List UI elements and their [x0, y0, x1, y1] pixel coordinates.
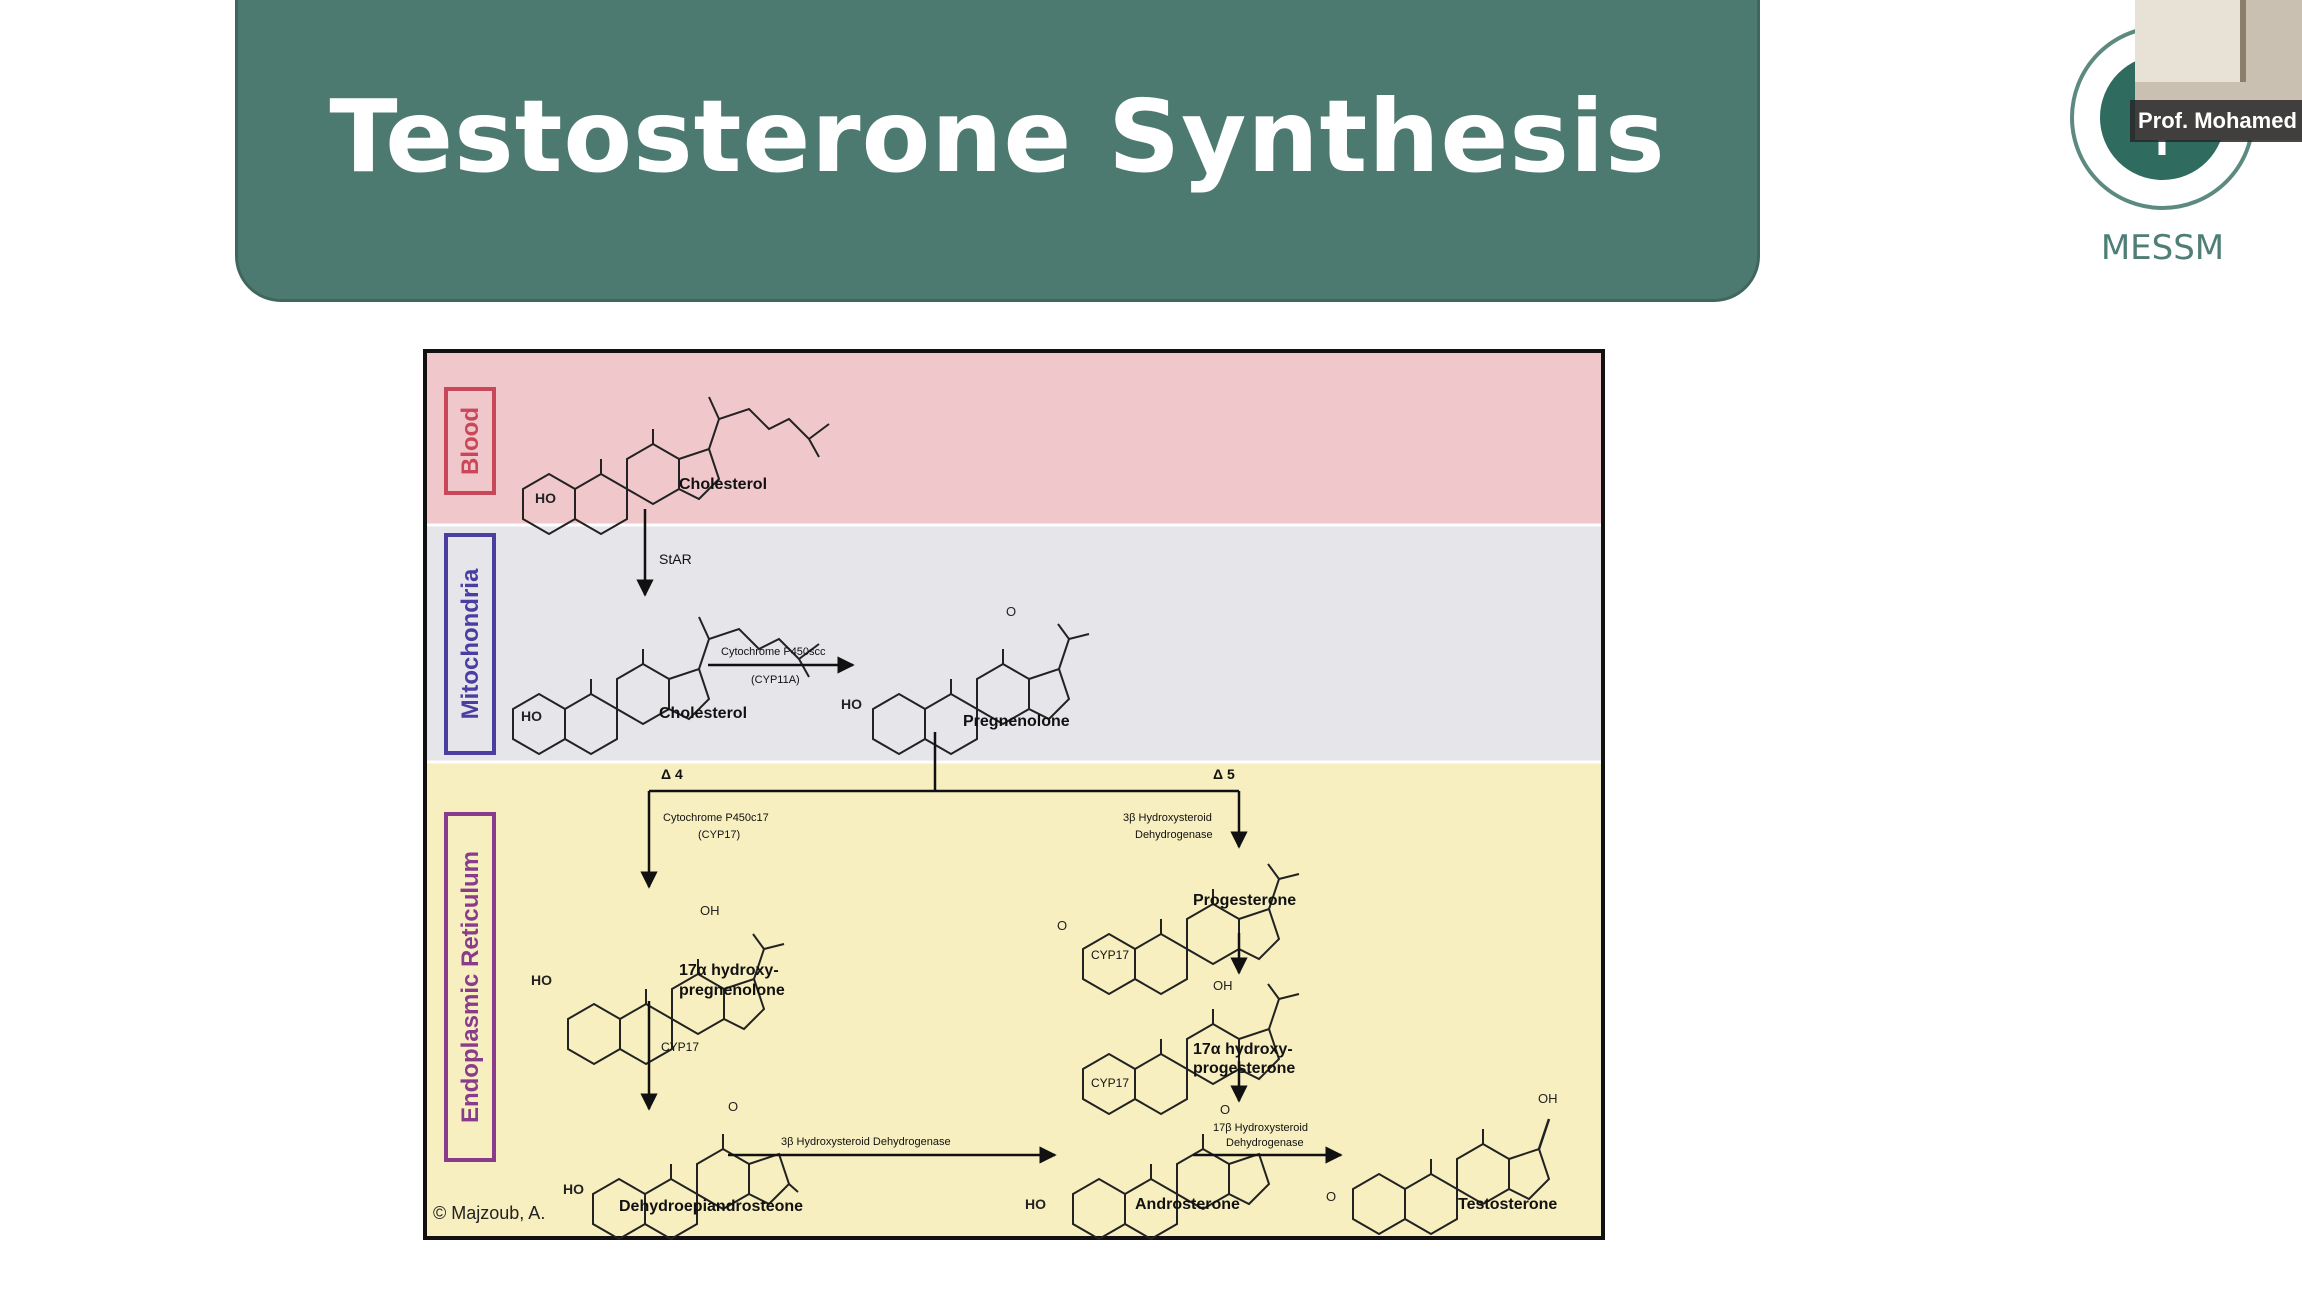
enzyme-p450scc: Cytochrome P450scc: [721, 646, 826, 658]
cholesterol-blood-structure: [522, 396, 830, 535]
zone-label-mitochondria: Mitochondria: [457, 568, 484, 719]
ho-label: HO: [535, 490, 556, 506]
oh-label: OH: [700, 903, 720, 918]
ho-label: HO: [1025, 1196, 1046, 1212]
branch-delta4: Δ 4: [661, 766, 683, 782]
cholesterol-mito-structure: [512, 616, 820, 755]
o-label: O: [1220, 1102, 1230, 1117]
enzyme-3bhsd-top-2: Dehydrogenase: [1135, 829, 1213, 841]
ho-label: HO: [841, 696, 862, 712]
ho-label: HO: [531, 972, 552, 988]
slide-title: Testosterone Synthesis: [329, 78, 1666, 195]
oh-label: OH: [1538, 1091, 1558, 1106]
o-label: O: [1326, 1189, 1336, 1204]
molecule-testosterone: Testosterone: [1458, 1196, 1557, 1213]
testosterone-pathway-diagram: Blood Mitochondria Endoplasmic Reticulum…: [423, 349, 1605, 1240]
enzyme-17bhsd: 17β Hydroxysteroid: [1213, 1122, 1308, 1134]
molecule-ohpreg-2: pregnenolone: [679, 982, 785, 999]
o-label: O: [1006, 604, 1016, 619]
molecule-ohprog-2: progesterone: [1193, 1060, 1295, 1077]
molecule-ohpreg-1: 17α hydroxy-: [679, 962, 779, 979]
enzyme-cyp17-b: CYP17: [1091, 1076, 1129, 1090]
hydroxypregnenolone-structure: [567, 933, 785, 1065]
enzyme-3bhsd-top: 3β Hydroxysteroid: [1123, 812, 1212, 824]
enzyme-cyp17-paren: (CYP17): [698, 829, 740, 841]
ho-label: HO: [563, 1181, 584, 1197]
copyright-text: © Majzoub, A.: [433, 1203, 545, 1223]
enzyme-17bhsd-2: Dehydrogenase: [1226, 1137, 1304, 1149]
enzyme-cyp11a: (CYP11A): [751, 674, 800, 686]
progesterone-structure: [1082, 863, 1300, 995]
molecule-pregnenolone: Pregnenolone: [963, 713, 1070, 730]
enzyme-cyp17-c: CYP17: [661, 1040, 699, 1054]
title-banner: Testosterone Synthesis: [235, 0, 1760, 302]
enzyme-p450c17: Cytochrome P450c17: [663, 812, 769, 824]
o-label: O: [1057, 918, 1067, 933]
blood-zone: [427, 353, 1601, 525]
molecule-progesterone: Progesterone: [1193, 892, 1296, 909]
enzyme-star: StAR: [659, 551, 692, 567]
video-participant-name: Prof. Mohamed A: [2130, 100, 2302, 142]
messm-logo-text: MESSM: [2100, 228, 2225, 268]
molecule-cholesterol-blood: Cholesterol: [679, 476, 767, 493]
zone-label-er: Endoplasmic Reticulum: [457, 851, 484, 1123]
branch-delta5: Δ 5: [1213, 766, 1235, 782]
ho-label: HO: [521, 708, 542, 724]
dhea-structure: [592, 1133, 799, 1240]
enzyme-3bhsd-bottom: 3β Hydroxysteroid Dehydrogenase: [781, 1136, 951, 1148]
oh-label: OH: [1213, 978, 1233, 993]
zone-label-blood: Blood: [457, 407, 484, 475]
molecule-dhea: Dehydroepiandrosteone: [619, 1198, 803, 1215]
o-label: O: [728, 1099, 738, 1114]
molecule-ohprog-1: 17α hydroxy-: [1193, 1041, 1293, 1058]
hydroxyprogesterone-structure: [1082, 983, 1300, 1115]
testosterone-structure: [1352, 1118, 1551, 1235]
molecule-androsterone: Androsterone: [1135, 1196, 1240, 1213]
mitochondria-zone: [427, 525, 1601, 762]
pregnenolone-structure: [872, 623, 1090, 755]
molecule-cholesterol-mito: Cholesterol: [659, 705, 747, 722]
enzyme-cyp17-a: CYP17: [1091, 948, 1129, 962]
